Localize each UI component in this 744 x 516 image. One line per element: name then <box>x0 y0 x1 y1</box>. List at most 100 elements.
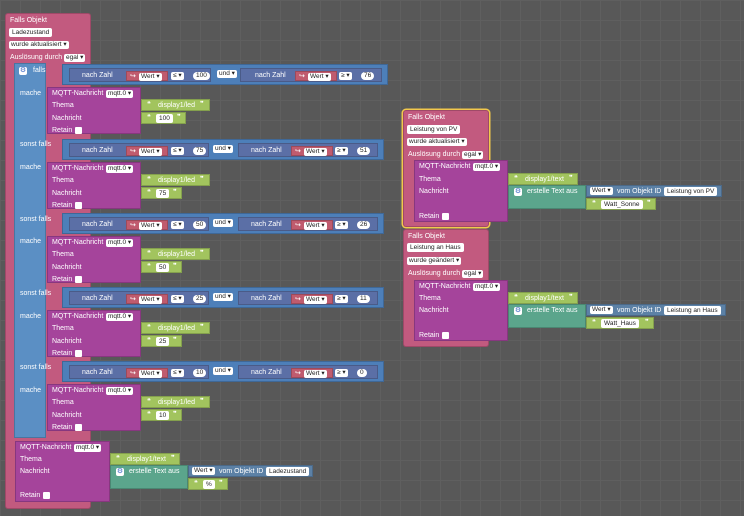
operator-dropdown[interactable]: ≥ ▾ <box>335 295 348 303</box>
wert-dropdown[interactable]: Wert ▾ <box>139 73 162 81</box>
message-text-block[interactable]: ❝ 10 ❞ <box>141 409 182 421</box>
wert-dropdown[interactable]: Wert ▾ <box>304 222 327 230</box>
wert-dropdown[interactable]: Wert ▾ <box>139 370 162 378</box>
topic-text-block[interactable]: ❝ display1/led ❞ <box>141 174 210 186</box>
condition-left[interactable]: nach Zahl ↪ Wert ▾ ≤ ▾ 50 <box>69 217 209 231</box>
condition-right[interactable]: nach Zahl ↪ Wert ▾ ≥ ▾ 26 <box>238 217 378 231</box>
object-id-field[interactable]: Leistung von PV <box>407 125 461 134</box>
condition-left[interactable]: nach Zahl ↪ Wert ▾ ≤ ▾ 25 <box>69 291 209 305</box>
topic-text[interactable]: display1/led <box>158 251 195 258</box>
condition-right[interactable]: nach Zahl ↪ Wert ▾ ≥ ▾ 51 <box>238 143 378 157</box>
wert-dropdown[interactable]: Wert ▾ <box>304 370 327 378</box>
mqtt-instance-dropdown[interactable]: mqtt.0 ▾ <box>473 283 501 291</box>
wert-variable[interactable]: ↪ Wert ▾ <box>126 294 168 304</box>
message-text[interactable]: 25 <box>156 337 170 346</box>
message-text-block[interactable]: ❝ 100 ❞ <box>141 112 186 124</box>
message-text[interactable]: 100 <box>156 114 173 123</box>
suffix-text-block[interactable]: ❝ Watt_Haus ❞ <box>586 317 654 329</box>
mqtt-message-block[interactable]: MQTT-Nachricht mqtt.0 ▾ Thema Nachricht … <box>414 160 508 222</box>
topic-text-block[interactable]: ❝ display1/text ❞ <box>110 453 180 465</box>
wert-variable[interactable]: ↪ Wert ▾ <box>291 146 333 156</box>
message-text-block[interactable]: ❝ 75 ❞ <box>141 187 182 199</box>
suffix-text-block[interactable]: ❝ Watt_Sonne ❞ <box>586 198 656 210</box>
topic-text-block[interactable]: ❝ display1/led ❞ <box>141 322 210 334</box>
threshold-value[interactable]: 25 <box>193 295 207 303</box>
retain-checkbox[interactable] <box>75 424 82 431</box>
threshold-value[interactable]: 10 <box>193 369 207 377</box>
mqtt-instance-dropdown[interactable]: mqtt.0 ▾ <box>473 163 501 171</box>
retain-checkbox[interactable] <box>43 492 50 499</box>
operator-dropdown[interactable]: ≤ ▾ <box>171 221 184 229</box>
wert-dropdown[interactable]: Wert ▾ <box>304 296 327 304</box>
suffix-text[interactable]: Watt_Haus <box>601 319 639 328</box>
wert-variable[interactable]: ↪ Wert ▾ <box>291 368 333 378</box>
operator-dropdown[interactable]: ≤ ▾ <box>171 72 184 80</box>
mqtt-instance-dropdown[interactable]: mqtt.0 ▾ <box>106 387 134 395</box>
mqtt-message-block[interactable]: MQTT-Nachricht mqtt.0 ▾ Thema Nachricht … <box>414 280 508 341</box>
topic-text-block[interactable]: ❝ display1/text ❞ <box>508 292 578 304</box>
object-id-field[interactable]: Ladezustand <box>266 467 310 476</box>
message-text[interactable]: 50 <box>156 263 170 272</box>
topic-text[interactable]: display1/led <box>158 399 195 406</box>
and-dropdown[interactable]: und ▾ <box>213 293 233 301</box>
wert-dropdown[interactable]: Wert ▾ <box>590 187 613 195</box>
mqtt-instance-dropdown[interactable]: mqtt.0 ▾ <box>106 239 134 247</box>
wert-dropdown[interactable]: Wert ▾ <box>304 148 327 156</box>
mqtt-message-block[interactable]: MQTT-Nachricht mqtt.0 ▾ Thema Nachricht … <box>47 384 141 431</box>
operator-dropdown[interactable]: ≤ ▾ <box>171 147 184 155</box>
wert-variable[interactable]: ↪ Wert ▾ <box>126 368 168 378</box>
mqtt-message-block[interactable]: MQTT-Nachricht mqtt.0 ▾ Thema Nachricht … <box>47 162 141 209</box>
trigger-source-dropdown[interactable]: egal ▾ <box>462 151 484 159</box>
wert-variable[interactable]: ↪ Wert ▾ <box>126 146 168 156</box>
message-text[interactable]: 10 <box>156 411 170 420</box>
wert-variable[interactable]: ↪ Wert ▾ <box>291 220 333 230</box>
operator-dropdown[interactable]: ≥ ▾ <box>339 72 352 80</box>
gear-icon[interactable]: ⚙ <box>514 188 522 196</box>
and-dropdown[interactable]: und ▾ <box>213 145 233 153</box>
condition-left[interactable]: nach Zahl ↪ Wert ▾ ≤ ▾ 75 <box>69 143 209 157</box>
wert-variable[interactable]: ↪ Wert ▾ <box>126 71 168 81</box>
operator-dropdown[interactable]: ≥ ▾ <box>335 147 348 155</box>
retain-checkbox[interactable] <box>75 127 82 134</box>
retain-checkbox[interactable] <box>75 202 82 209</box>
retain-checkbox[interactable] <box>75 350 82 357</box>
gear-icon[interactable]: ⚙ <box>19 67 27 75</box>
mqtt-message-block[interactable]: MQTT-Nachricht mqtt.0 ▾ Thema Nachricht … <box>15 441 110 502</box>
wert-dropdown[interactable]: Wert ▾ <box>308 73 331 81</box>
trigger-source-dropdown[interactable]: egal ▾ <box>64 54 86 62</box>
threshold-value[interactable]: 50 <box>193 221 207 229</box>
trigger-dropdown[interactable]: wurde aktualisiert ▾ <box>407 138 467 146</box>
message-text[interactable]: 75 <box>156 189 170 198</box>
wert-variable[interactable]: ↪ Wert ▾ <box>126 220 168 230</box>
message-text-block[interactable]: ❝ 50 ❞ <box>141 261 182 273</box>
and-condition-3[interactable]: nach Zahl ↪ Wert ▾ ≤ ▾ 50 und ▾ nach Zah… <box>62 213 384 234</box>
object-id-field[interactable]: Leistung an Haus <box>407 243 464 252</box>
object-id-field[interactable]: Leistung an Haus <box>664 306 721 315</box>
gear-icon[interactable]: ⚙ <box>514 307 522 315</box>
retain-checkbox[interactable] <box>442 213 449 220</box>
gear-icon[interactable]: ⚙ <box>116 468 124 476</box>
topic-text[interactable]: display1/text <box>525 295 564 302</box>
topic-text[interactable]: display1/led <box>158 102 195 109</box>
object-id-field[interactable]: Ladezustand <box>9 28 53 37</box>
message-text-block[interactable]: ❝ 25 ❞ <box>141 335 182 347</box>
topic-text[interactable]: display1/led <box>158 177 195 184</box>
wert-dropdown[interactable]: Wert ▾ <box>590 306 613 314</box>
object-value-block[interactable]: Wert ▾ vom Objekt ID Ladezustand <box>188 465 313 477</box>
threshold-value[interactable]: 0 <box>357 369 367 377</box>
threshold-value[interactable]: 26 <box>357 221 371 229</box>
topic-text-block[interactable]: ❝ display1/led ❞ <box>141 396 210 408</box>
wert-dropdown[interactable]: Wert ▾ <box>139 222 162 230</box>
and-condition-5[interactable]: nach Zahl ↪ Wert ▾ ≤ ▾ 10 und ▾ nach Zah… <box>62 361 384 382</box>
and-dropdown[interactable]: und ▾ <box>213 367 233 375</box>
percent-text[interactable]: % <box>203 480 215 489</box>
topic-text-block[interactable]: ❝ display1/led ❞ <box>141 99 210 111</box>
and-dropdown[interactable]: und ▾ <box>213 219 233 227</box>
and-condition-4[interactable]: nach Zahl ↪ Wert ▾ ≤ ▾ 25 und ▾ nach Zah… <box>62 287 384 308</box>
object-value-block[interactable]: Wert ▾ vom Objekt ID Leistung von PV <box>586 185 722 197</box>
operator-dropdown[interactable]: ≥ ▾ <box>335 221 348 229</box>
and-dropdown[interactable]: und ▾ <box>217 70 237 78</box>
percent-text-block[interactable]: ❝ % ❞ <box>188 478 228 490</box>
and-condition-1[interactable]: nach Zahl ↪ Wert ▾ ≤ ▾ 100 und ▾ nach Za… <box>62 64 388 85</box>
threshold-value[interactable]: 11 <box>357 295 370 303</box>
